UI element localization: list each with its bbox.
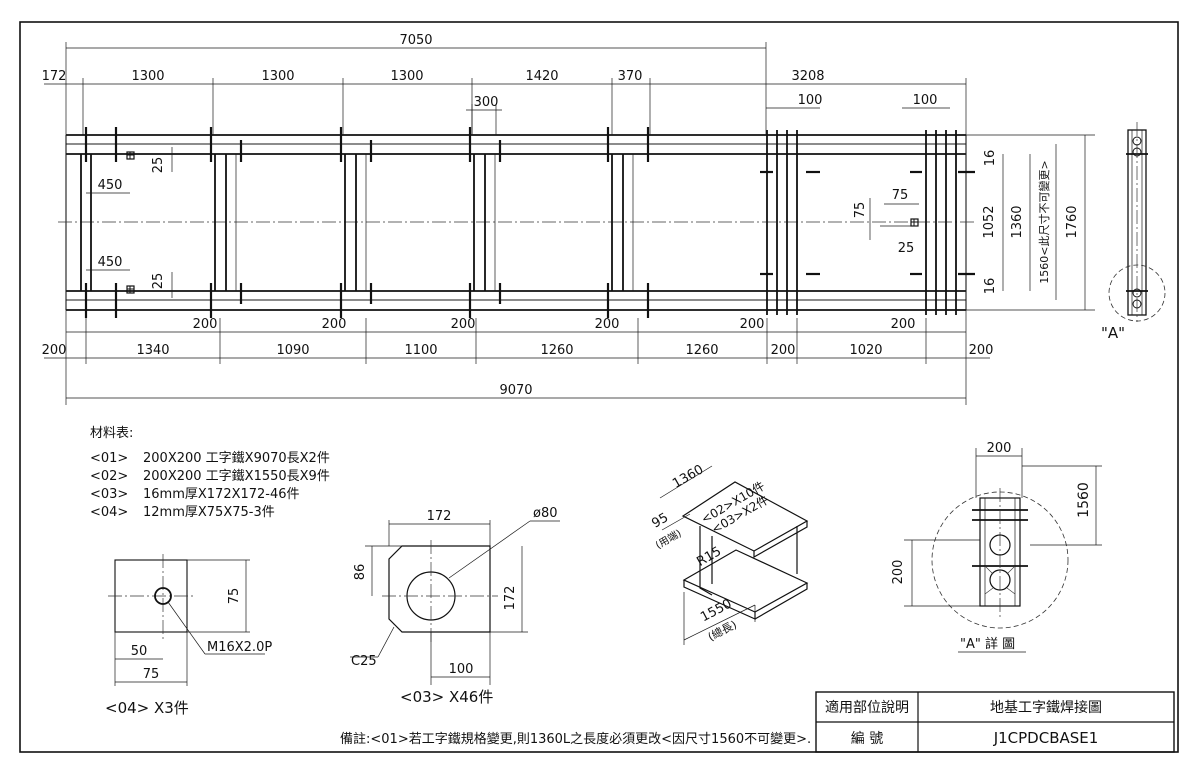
- materials-title: 材料表:: [90, 426, 133, 441]
- materials-table: 材料表: <01> 200X200 工字鐵X9070長X2件 <02> 200X…: [90, 426, 330, 520]
- dim-top-3208: 3208: [791, 69, 824, 84]
- part04-dim-75v: 75: [227, 588, 242, 605]
- detail-a: 200 1560 200 "A" 詳 圖: [891, 441, 1102, 653]
- part03-dim-172v: 172: [503, 586, 518, 611]
- part03-dim-86: 86: [353, 564, 368, 581]
- dim-450b: 450: [98, 255, 123, 270]
- dim-bot-1340: 1340: [136, 343, 169, 358]
- footer-note: 備註:<01>若工字鐵規格變更,則1360L之長度必須更改<因尺寸1560不可變…: [340, 731, 811, 747]
- title-block: 適用部位說明 地基工字鐵焊接圖 編 號 J1CPDCBASE1: [815, 691, 1175, 753]
- material-03-desc: 16mm厚X172X172-46件: [143, 487, 300, 502]
- material-02-desc: 200X200 工字鐵X1550長X9件: [143, 468, 330, 484]
- dim-top-1300b: 1300: [261, 69, 294, 84]
- dim-75v: 75: [853, 202, 868, 219]
- sheet-border: [19, 21, 1179, 753]
- part03-caption: <03> X46件: [400, 688, 493, 706]
- material-01-id: <01>: [90, 451, 128, 466]
- dim-bot-1100: 1100: [404, 343, 437, 358]
- material-04-desc: 12mm厚X75X75-3件: [143, 505, 275, 520]
- dim-bot-200a: 200: [42, 343, 67, 358]
- title-label-apply: 適用部位說明: [825, 699, 909, 716]
- view-label-a: "A": [1101, 324, 1125, 342]
- dim-200-4: 200: [595, 317, 620, 332]
- dim-200-1: 200: [193, 317, 218, 332]
- dim-top-1300c: 1300: [390, 69, 423, 84]
- dim-top-1420: 1420: [525, 69, 558, 84]
- dim-200-2: 200: [322, 317, 347, 332]
- dim-bot-1020: 1020: [849, 343, 882, 358]
- part04-caption: <04> X3件: [105, 699, 189, 717]
- material-02-id: <02>: [90, 469, 128, 484]
- part04-dim-50: 50: [131, 644, 148, 659]
- dim-top-172: 172: [42, 69, 67, 84]
- dim-75h: 75: [892, 188, 909, 203]
- dim-1560-note: 1560<此尺寸不可變更>: [1037, 160, 1051, 283]
- dim-1360: 1360: [1010, 205, 1025, 238]
- iso-dim-95: 95: [649, 510, 671, 531]
- iso-dim-1360: 1360: [670, 462, 706, 492]
- iso-beam-detail: 1360 95 (用端) <02>X10件 <03>X2件 R15 1550 (…: [649, 462, 809, 645]
- dim-100b: 100: [913, 93, 938, 108]
- dim-300: 300: [474, 95, 499, 110]
- dim-25b: 25: [151, 273, 166, 290]
- material-03-id: <03>: [90, 487, 128, 502]
- dim-100a: 100: [798, 93, 823, 108]
- dim-bot-1090: 1090: [276, 343, 309, 358]
- title-label-number: 編 號: [851, 731, 883, 747]
- title-drawing-number: J1CPDCBASE1: [993, 729, 1099, 747]
- dim-200-3: 200: [451, 317, 476, 332]
- dim-1052: 1052: [982, 205, 997, 238]
- dim-bot-200c: 200: [969, 343, 994, 358]
- dim-1760: 1760: [1065, 205, 1080, 238]
- material-01-desc: 200X200 工字鐵X9070長X2件: [143, 450, 330, 466]
- mount-plates: [126, 151, 919, 294]
- dim-25c: 25: [898, 241, 915, 256]
- part03-dim-phi: ø80: [533, 506, 558, 521]
- part03-dim-172h: 172: [427, 509, 452, 524]
- title-drawing-name: 地基工字鐵焊接圖: [990, 699, 1102, 716]
- dim-top-total: 7050: [399, 33, 432, 48]
- main-plan-view: 7050 172 1300 1300 1300 1420 370 3208 30…: [42, 33, 1095, 405]
- side-elevation: "A": [1101, 122, 1166, 342]
- dim-top-1300a: 1300: [131, 69, 164, 84]
- dim-450a: 450: [98, 178, 123, 193]
- dim-bottom-total: 9070: [499, 383, 532, 398]
- part03-chamfer: C25: [351, 654, 377, 669]
- material-04-id: <04>: [90, 505, 128, 520]
- dim-200-6: 200: [891, 317, 916, 332]
- part03-dim-100: 100: [449, 662, 474, 677]
- dim-16b: 16: [983, 278, 998, 295]
- part04-hole-note: M16X2.0P: [207, 640, 272, 655]
- part04-dim-75h: 75: [143, 667, 160, 682]
- dim-200-5: 200: [740, 317, 765, 332]
- detail-a-caption: "A" 詳 圖: [960, 636, 1015, 652]
- stiffener-plates: [84, 127, 975, 318]
- dim-bot-1260b: 1260: [685, 343, 718, 358]
- detail-a-dim-1560: 1560: [1076, 482, 1092, 518]
- part-03-detail: 172 ø80 86 172 100 C25 <03> X46件: [350, 506, 560, 706]
- dim-25a: 25: [151, 157, 166, 174]
- dim-bot-1260a: 1260: [540, 343, 573, 358]
- dim-16a: 16: [983, 150, 998, 167]
- part-04-detail: 75 50 75 M16X2.0P <04> X3件: [105, 554, 272, 717]
- detail-a-dim-200h: 200: [987, 441, 1012, 456]
- cross-beams: [80, 130, 957, 315]
- detail-a-dim-200v: 200: [891, 560, 906, 585]
- dim-top-370: 370: [618, 69, 643, 84]
- dim-bot-200b: 200: [771, 343, 796, 358]
